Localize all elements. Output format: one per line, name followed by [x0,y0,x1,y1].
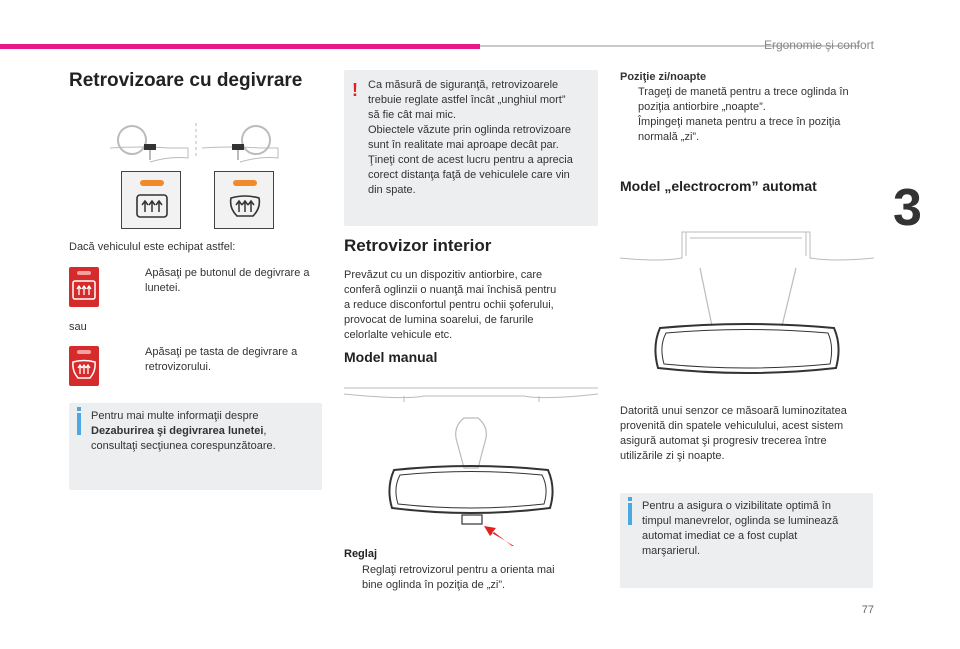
text-line: automat imediat ce a fost cuplat [642,530,798,542]
text-line: asigură automat şi progresiv trecerea în… [620,435,827,447]
defrost-controls-illustration [110,123,279,163]
text-line: sunt în realitate mai aproape decât par. [368,139,559,151]
info-note: Pentru mai multe informaţii despre Dezab… [69,403,322,490]
position-day-text: normală „zi”. [638,131,700,143]
text-line: provocat de lumina soarelui, de farurile [344,314,534,326]
section-title: Ergonomie şi confort [763,38,874,52]
header-rule [480,45,860,47]
text-line: marşarierul. [642,545,701,557]
rear-defrost-button-icon [69,267,99,307]
adjust-text: Reglaţi retrovizorul pentru a orienta ma… [362,564,555,576]
info-note-line: Dezaburirea şi degivrarea lunetei, [91,425,267,437]
info-icon [77,407,81,411]
text-line: Prevăzut cu un dispozitiv antiorbire, ca… [344,269,543,281]
mirror-defrost-button-illustration [214,171,274,229]
or-text: sau [69,321,87,333]
position-night-text: poziţia antiorbire „noapte”. [638,101,766,113]
info-icon [628,497,632,501]
mirror-icon [388,465,554,514]
mirror-defrost-icon [229,195,261,217]
warning-note: ! Ca măsură de siguranţă, retrovizoarele… [344,70,598,226]
page-number: 77 [861,604,874,616]
adjust-title: Reglaj [344,548,378,560]
text-line: Obiectele văzute prin oglinda retrovizoa… [368,124,572,136]
subsection-title-electrochrome: Model „electrocrom” automat [620,178,817,194]
adjust-text: bine oglinda în poziţia de „zi”. [362,579,506,591]
text-line: Datorită unui senzor ce măsoară luminozi… [620,405,847,417]
mirror-icon [654,323,840,374]
step-rear-defrost: Apăsaţi pe butonul de degivrare a lunete… [145,267,310,294]
steering-wheel-icon [241,125,271,155]
electrochrome-mirror-illustration [620,231,874,374]
text-line: trebuie reglate astfel încât „unghiul mo… [368,94,566,106]
position-title: Poziţie zi/noapte [620,71,707,83]
steering-wheel-icon [117,125,147,155]
text-line: Pentru a asigura o vizibilitate optimă î… [642,500,831,512]
rear-defrost-icon [136,194,168,218]
accent-bar [0,44,480,49]
subsection-title-manual: Model manual [344,349,438,365]
text-line: celorlalte vehicule etc. [344,329,453,341]
note-reference: Dezaburirea şi degivrarea lunetei [91,425,264,437]
adjust-arrow-icon [484,526,514,546]
text-line: Ţineţi cont de acest lucru pentru a apre… [368,154,573,166]
info-note-line: Pentru mai multe informaţii despre [91,410,259,422]
text-line: conferă oglinzii o nuanţă mai închisă pe… [344,284,557,296]
text-line: provenită din spatele vehiculului, acest… [620,420,844,432]
text-line: Ca măsură de siguranţă, retrovizoarele [368,79,559,91]
intro-text: Dacă vehiculul este echipat astfel: [69,241,236,253]
rear-defrost-button-illustration [121,171,181,229]
info-note-line: consultaţi secţiunea corespunzătoare. [91,440,276,452]
text-line: utilizările zi şi noapte. [620,450,725,462]
step-mirror-defrost: Apăsaţi pe tasta de degivrare a retroviz… [145,346,298,373]
text-line: a reduce disconfortul pentru ochii şofer… [344,299,554,311]
text-line: să fie cât mai mic. [368,109,457,121]
warning-icon: ! [352,80,358,100]
text-line: corect distanţa faţă de vehiculele care … [368,169,570,181]
mirror-defrost-button-icon [69,346,99,386]
chapter-number: 3 [893,179,922,237]
manual-mirror-illustration [344,387,598,546]
info-note: Pentru a asigura o vizibilitate optimă î… [620,493,873,588]
page-title: Retrovizoare cu degivrare [69,70,303,91]
text-line: timpul manevrelor, oglinda se luminează [642,515,839,527]
position-day-text: Împingeţi maneta pentru a trece în poziţ… [638,116,841,128]
section-title-interior-mirror: Retrovizor interior [344,236,492,255]
position-night-text: Trageţi de manetă pentru a trece oglinda… [638,86,849,98]
text-line: din spate. [368,184,416,196]
